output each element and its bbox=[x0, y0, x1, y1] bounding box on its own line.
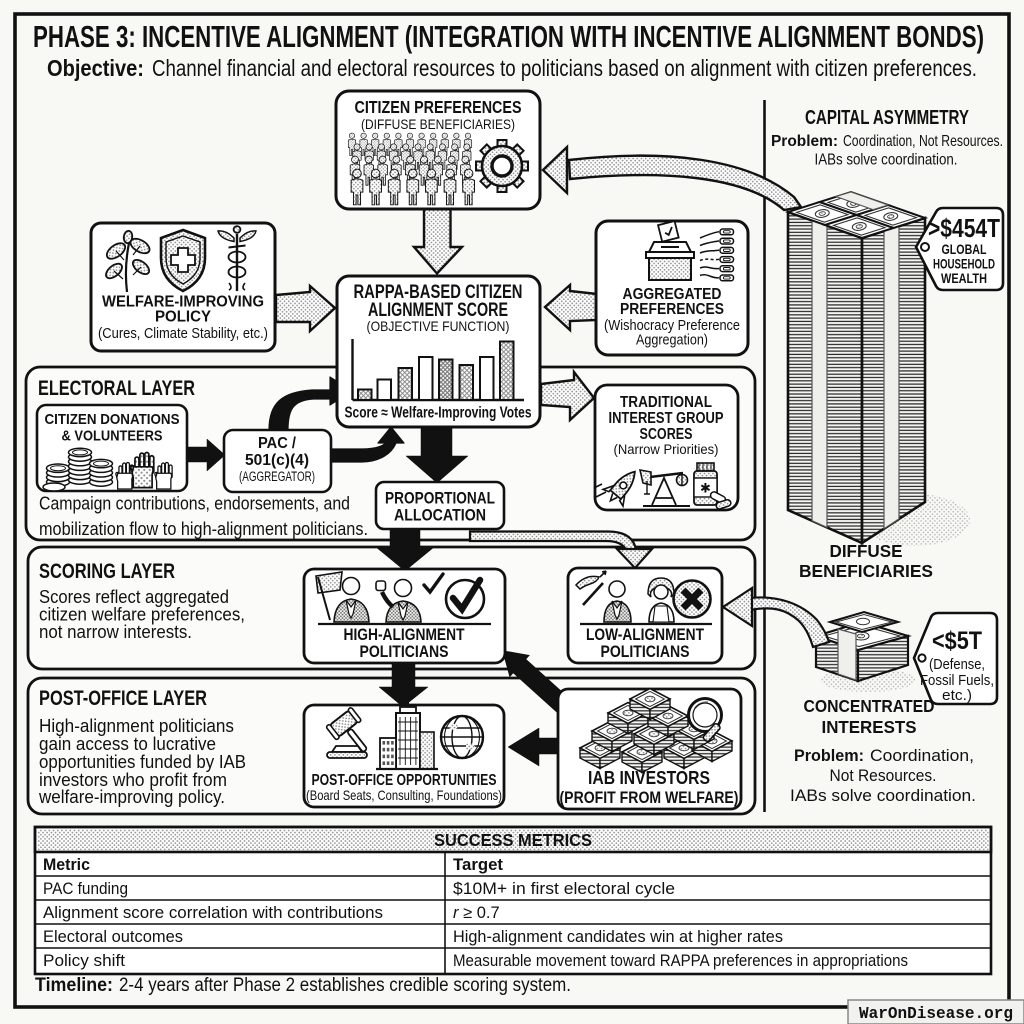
svg-text:✱: ✱ bbox=[700, 481, 711, 496]
svg-text:Fossil Fuels,: Fossil Fuels, bbox=[920, 673, 994, 689]
svg-text:CONCENTRATED: CONCENTRATED bbox=[804, 696, 935, 716]
svg-text:CAPITAL ASYMMETRY: CAPITAL ASYMMETRY bbox=[805, 107, 969, 129]
svg-text:501(c)(4): 501(c)(4) bbox=[245, 452, 309, 469]
svg-text:Timeline:: Timeline: bbox=[35, 975, 113, 996]
svg-text:Problem:: Problem: bbox=[771, 133, 838, 150]
svg-text:Metric: Metric bbox=[43, 856, 90, 874]
svg-text:Measurable movement toward RAP: Measurable movement toward RAPPA prefere… bbox=[453, 952, 908, 970]
svg-text:gain access to lucrative: gain access to lucrative bbox=[39, 733, 216, 754]
svg-text:PAC funding: PAC funding bbox=[43, 880, 128, 898]
svg-text:High-alignment candidates win: High-alignment candidates win at higher … bbox=[453, 928, 783, 946]
svg-text:2-4 years after Phase 2 establ: 2-4 years after Phase 2 establishes cred… bbox=[119, 975, 571, 996]
svg-text:<$5T: <$5T bbox=[932, 627, 982, 655]
svg-text:High-alignment politicians: High-alignment politicians bbox=[39, 715, 234, 736]
svg-text:(OBJECTIVE FUNCTION): (OBJECTIVE FUNCTION) bbox=[367, 318, 510, 334]
svg-text:WEALTH: WEALTH bbox=[941, 271, 987, 286]
svg-text:PHASE 3: INCENTIVE ALIGNMENT (: PHASE 3: INCENTIVE ALIGNMENT (INTEGRATIO… bbox=[33, 19, 984, 54]
svg-text:Objective:: Objective: bbox=[47, 55, 144, 81]
svg-text:Policy shift: Policy shift bbox=[43, 952, 125, 970]
svg-text:ALLOCATION: ALLOCATION bbox=[394, 506, 486, 525]
svg-text:Coordination, Not Resources.: Coordination, Not Resources. bbox=[843, 133, 1003, 150]
svg-text:>$454T: >$454T bbox=[928, 213, 1000, 243]
svg-text:IABs solve coordination.: IABs solve coordination. bbox=[790, 787, 976, 805]
svg-text:PAC /: PAC / bbox=[258, 435, 297, 452]
svg-text:CITIZEN PREFERENCES: CITIZEN PREFERENCES bbox=[355, 97, 522, 117]
svg-text:BENEFICIARIES: BENEFICIARIES bbox=[799, 561, 933, 581]
svg-text:DIFFUSE: DIFFUSE bbox=[830, 541, 903, 561]
svg-text:(AGGREGATOR): (AGGREGATOR) bbox=[239, 469, 315, 484]
svg-text:POST-OFFICE OPPORTUNITIES: POST-OFFICE OPPORTUNITIES bbox=[312, 772, 497, 789]
svg-text:ELECTORAL LAYER: ELECTORAL LAYER bbox=[38, 377, 195, 400]
svg-text:Electoral outcomes: Electoral outcomes bbox=[43, 928, 183, 946]
svg-text:Channel financial and electora: Channel financial and electoral resource… bbox=[152, 55, 977, 81]
svg-text:(Cures, Climate Stability, etc: (Cures, Climate Stability, etc.) bbox=[98, 325, 268, 342]
svg-text:Alignment score correlation wi: Alignment score correlation with contrib… bbox=[43, 904, 383, 922]
svg-text:WarOnDisease.org: WarOnDisease.org bbox=[859, 1005, 1013, 1024]
svg-text:Not Resources.: Not Resources. bbox=[830, 767, 937, 785]
svg-text:Campaign contributions, endors: Campaign contributions, endorsements, an… bbox=[39, 493, 350, 514]
svg-text:investors who profit from: investors who profit from bbox=[39, 769, 227, 790]
svg-text:INTEREST GROUP: INTEREST GROUP bbox=[609, 410, 724, 427]
svg-text:POST-OFFICE LAYER: POST-OFFICE LAYER bbox=[39, 687, 207, 710]
svg-text:opportunities funded by IAB: opportunities funded by IAB bbox=[39, 751, 246, 772]
svg-text:ALIGNMENT SCORE: ALIGNMENT SCORE bbox=[368, 300, 508, 321]
svg-text:Coordination,: Coordination, bbox=[870, 747, 974, 765]
svg-text:$10M+ in first electoral cycle: $10M+ in first electoral cycle bbox=[453, 880, 675, 898]
svg-text:HIGH-ALIGNMENT: HIGH-ALIGNMENT bbox=[344, 626, 465, 644]
svg-text:etc.): etc.) bbox=[942, 688, 972, 704]
svg-text:(DIFFUSE BENEFICIARIES): (DIFFUSE BENEFICIARIES) bbox=[361, 116, 515, 132]
svg-text:mobilization flow to high-alig: mobilization flow to high-alignment poli… bbox=[39, 518, 368, 539]
svg-text:(Narrow Priorities): (Narrow Priorities) bbox=[614, 441, 719, 457]
svg-text:IABs solve coordination.: IABs solve coordination. bbox=[815, 152, 958, 169]
svg-text:r ≥ 0.7: r ≥ 0.7 bbox=[453, 904, 500, 922]
svg-text:& VOLUNTEERS: & VOLUNTEERS bbox=[62, 429, 163, 445]
svg-text:GLOBAL: GLOBAL bbox=[942, 242, 987, 257]
svg-text:CITIZEN DONATIONS: CITIZEN DONATIONS bbox=[45, 412, 180, 428]
svg-text:SUCCESS METRICS: SUCCESS METRICS bbox=[434, 830, 592, 850]
svg-text:Problem:: Problem: bbox=[794, 747, 864, 765]
svg-text:PROPORTIONAL: PROPORTIONAL bbox=[385, 489, 495, 508]
svg-text:(Defense,: (Defense, bbox=[929, 657, 985, 673]
svg-text:(PROFIT FROM WELFARE): (PROFIT FROM WELFARE) bbox=[560, 789, 739, 807]
svg-text:LOW-ALIGNMENT: LOW-ALIGNMENT bbox=[586, 626, 704, 644]
svg-text:POLITICIANS: POLITICIANS bbox=[601, 643, 690, 661]
svg-text:IAB INVESTORS: IAB INVESTORS bbox=[588, 768, 710, 788]
svg-text:Aggregation): Aggregation) bbox=[636, 333, 708, 349]
svg-text:not narrow interests.: not narrow interests. bbox=[39, 621, 192, 642]
svg-text:(Wishocracy Preference: (Wishocracy Preference bbox=[604, 318, 740, 334]
svg-text:WELFARE-IMPROVING: WELFARE-IMPROVING bbox=[102, 294, 264, 311]
svg-text:welfare-improving policy.: welfare-improving policy. bbox=[38, 786, 225, 807]
svg-text:HOUSEHOLD: HOUSEHOLD bbox=[933, 257, 995, 272]
svg-text:POLICY: POLICY bbox=[155, 309, 211, 326]
svg-text:(Board Seats, Consulting, Foun: (Board Seats, Consulting, Foundations) bbox=[306, 787, 502, 803]
svg-text:SCORING LAYER: SCORING LAYER bbox=[39, 560, 175, 583]
svg-text:RAPPA-BASED CITIZEN: RAPPA-BASED CITIZEN bbox=[354, 282, 523, 303]
svg-text:Scores reflect aggregated: Scores reflect aggregated bbox=[39, 586, 229, 607]
svg-text:Target: Target bbox=[453, 856, 504, 874]
svg-text:POLITICIANS: POLITICIANS bbox=[360, 643, 449, 661]
svg-text:PREFERENCES: PREFERENCES bbox=[620, 301, 724, 318]
svg-text:SCORES: SCORES bbox=[640, 426, 693, 443]
svg-text:AGGREGATED: AGGREGATED bbox=[623, 286, 722, 303]
svg-text:Score ≈ Welfare-Improving Vote: Score ≈ Welfare-Improving Votes bbox=[345, 405, 532, 422]
svg-text:citizen welfare preferences,: citizen welfare preferences, bbox=[39, 604, 245, 625]
svg-text:TRADITIONAL: TRADITIONAL bbox=[620, 394, 712, 411]
svg-text:INTERESTS: INTERESTS bbox=[822, 717, 917, 737]
